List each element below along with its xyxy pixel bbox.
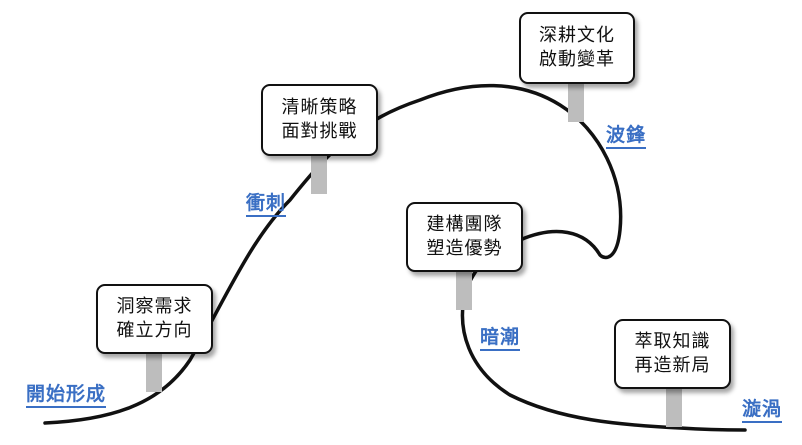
- step-box-5: 萃取知識 再造新局: [614, 319, 731, 389]
- step-box-3-line2: 啟動變革: [539, 49, 615, 70]
- stem-box5: [666, 387, 682, 427]
- step-box-1: 洞察需求 確立方向: [96, 284, 213, 354]
- step-box-2-line1: 清晰策略: [281, 97, 358, 118]
- step-box-5-line1: 萃取知識: [634, 331, 711, 352]
- phase-label-undertow: 暗潮: [480, 326, 521, 351]
- step-box-2: 清晰策略 面對挑戰: [261, 84, 378, 156]
- phase-label-rush: 衝刺: [246, 192, 287, 217]
- wave-line: [43, 83, 747, 432]
- phase-label-eddy: 漩渦: [742, 398, 783, 423]
- phase-label-crest: 波鋒: [606, 124, 647, 149]
- step-box-5-line2: 再造新局: [634, 355, 711, 376]
- step-box-1-line2: 確立方向: [116, 320, 193, 341]
- step-box-4: 建構團隊 塑造優勢: [406, 202, 523, 272]
- stem-box1: [146, 352, 162, 392]
- step-box-2-line2: 面對挑戰: [281, 121, 358, 142]
- stem-box4: [456, 270, 472, 310]
- step-box-4-line2: 塑造優勢: [426, 238, 503, 259]
- phase-label-start: 開始形成: [26, 383, 107, 408]
- step-box-3: 深耕文化 啟動變革: [519, 12, 635, 84]
- stem-box3: [568, 82, 584, 122]
- step-box-3-line1: 深耕文化: [539, 25, 615, 46]
- step-box-1-line1: 洞察需求: [116, 296, 193, 317]
- step-box-4-line1: 建構團隊: [426, 214, 503, 235]
- stem-box2: [311, 154, 327, 194]
